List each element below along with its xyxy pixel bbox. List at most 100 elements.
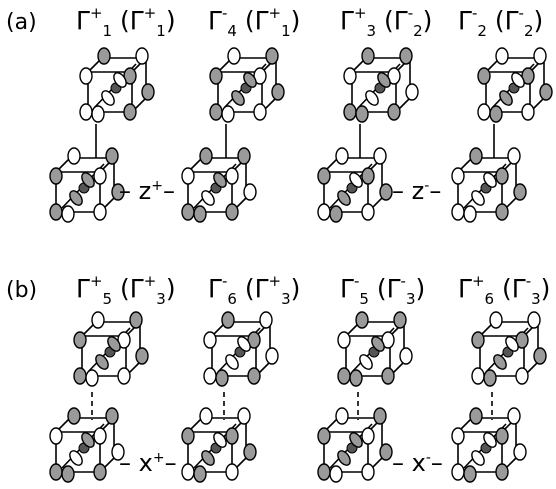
shaded-lobe [105,407,119,425]
open-lobe [471,190,485,206]
open-lobe [337,331,351,349]
open-lobe [91,105,105,123]
open-lobe [477,103,491,121]
shaded-lobe [135,347,149,365]
shaded-lobe [377,72,391,88]
shaded-lobe [349,369,363,387]
open-lobe [329,465,343,483]
shaded-lobe [107,336,121,352]
open-lobe [85,369,99,387]
open-lobe [317,203,331,221]
open-lobe [181,167,195,185]
open-lobe [471,367,485,385]
open-lobe [451,427,465,445]
shaded-lobe [237,147,251,165]
shaded-lobe [61,465,75,483]
shaded-lobe [231,90,245,106]
open-lobe [511,72,525,88]
open-lobe [91,311,105,329]
shaded-lobe [81,172,95,188]
open-lobe [67,147,81,165]
shaded-lobe [329,205,343,223]
open-lobe [227,47,241,65]
shaded-lobe [141,83,155,101]
shaded-lobe [73,367,87,385]
cell-b-bottom-4 [451,407,527,483]
shaded-lobe [495,167,509,185]
irrep-b4: Γ+6 (Γ-3) [458,272,551,308]
shaded-lobe [361,167,375,185]
shaded-lobe [49,203,63,221]
open-lobe [135,47,149,65]
shaded-lobe [371,336,385,352]
open-lobe [349,172,363,188]
open-lobe [373,147,387,165]
open-lobe [213,432,227,448]
shaded-lobe [243,72,257,88]
irrep-a1: Γ+1 (Γ+1) [76,4,176,40]
shaded-lobe [247,367,261,385]
shaded-lobe [49,167,63,185]
coupling-label-x-plus: – x+– [119,449,177,477]
shaded-lobe [499,90,513,106]
open-lobe [199,407,213,425]
shaded-lobe [213,172,227,188]
shaded-lobe [105,147,119,165]
shaded-lobe [243,443,257,461]
cell-a-top-2 [209,47,285,123]
open-lobe [237,336,251,352]
cell-a-bottom-2 [181,147,257,223]
open-lobe [335,147,349,165]
open-lobe [225,167,239,185]
shaded-lobe [469,147,483,165]
shaded-lobe [181,203,195,221]
open-lobe [237,407,251,425]
open-lobe [483,432,497,448]
shaded-lobe [123,103,137,121]
open-lobe [361,427,375,445]
open-lobe [61,205,75,223]
shaded-lobe [199,147,213,165]
cell-b-bottom-3 [317,407,393,483]
open-lobe [515,367,529,385]
irrep-b3: Γ-5 (Γ-3) [340,272,426,308]
shaded-lobe [225,427,239,445]
open-lobe [79,103,93,121]
shaded-lobe [73,331,87,349]
cell-b-top-4 [471,311,547,387]
open-lobe [463,205,477,223]
shaded-lobe [209,67,223,85]
shaded-lobe [469,407,483,425]
shaded-lobe [393,311,407,329]
shaded-lobe [337,367,351,385]
open-lobe [451,167,465,185]
open-lobe [507,147,521,165]
panel-a-label: (a) [6,10,37,35]
cell-b-bottom-2 [181,407,257,483]
cell-a-top-4 [477,47,553,123]
open-lobe [259,311,273,329]
open-lobe [181,463,195,481]
shaded-lobe [225,203,239,221]
open-lobe [527,311,541,329]
shaded-lobe [379,183,393,201]
shaded-lobe [317,427,331,445]
open-lobe [521,103,535,121]
shaded-lobe [463,465,477,483]
cell-b-top-3 [337,311,413,387]
open-lobe [471,450,485,466]
open-lobe [253,103,267,121]
shaded-lobe [337,450,351,466]
shaded-lobe [69,190,83,206]
open-lobe [111,443,125,461]
shaded-lobe [483,369,497,387]
irrep-a3: Γ+3 (Γ-2) [340,4,433,40]
open-lobe [451,203,465,221]
shaded-lobe [533,347,547,365]
open-lobe [113,72,127,88]
open-lobe [343,67,357,85]
cell-b-bottom-1 [49,407,125,483]
shaded-lobe [489,105,503,123]
irrep-b1: Γ+5 (Γ+3) [76,272,176,308]
cell-b-top-1 [73,311,149,387]
